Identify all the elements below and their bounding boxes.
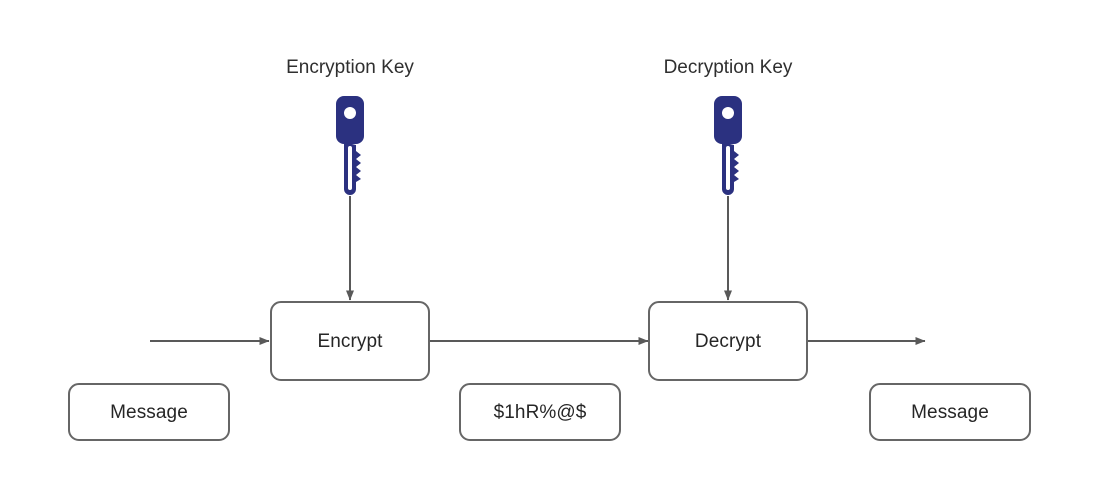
decryption-key-label: Decryption Key: [663, 57, 793, 78]
encryption-key-label: Encryption Key: [286, 57, 414, 78]
encryption-key-icon: [336, 96, 364, 195]
encrypt-node[interactable]: Encrypt: [270, 301, 430, 381]
message-input-node[interactable]: Message: [68, 383, 230, 441]
message-output-node[interactable]: Message: [869, 383, 1031, 441]
decryption-key-icon: [714, 96, 742, 195]
decrypt-node[interactable]: Decrypt: [648, 301, 808, 381]
ciphertext-node[interactable]: $1hR%@$: [459, 383, 621, 441]
